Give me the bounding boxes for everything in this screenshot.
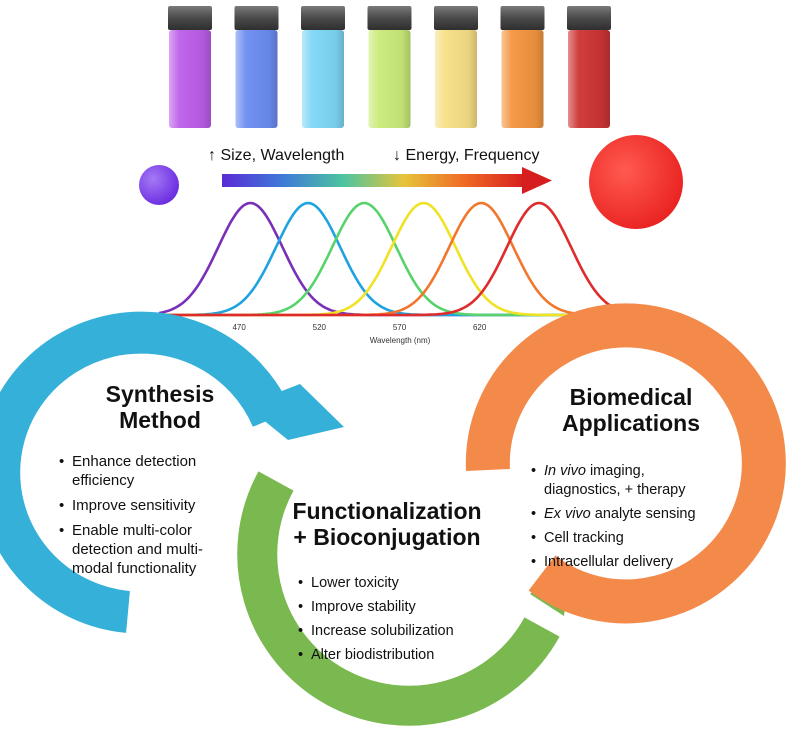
synthesis-title-line1: Synthesis <box>105 381 215 407</box>
size-wavelength-arrow <box>222 167 552 194</box>
x-tick-label: 470 <box>232 323 246 332</box>
emission-curve <box>158 201 640 317</box>
vial-cap <box>500 6 545 30</box>
biomedical-title-line2: Applications <box>561 410 700 437</box>
synthesis-bullet-list: Enhance detectionefficiencyImprove sensi… <box>59 452 259 584</box>
emission-curve <box>159 201 641 317</box>
vial <box>234 6 279 128</box>
large-nanoparticle <box>589 135 683 229</box>
functionalization-title-line1: Functionalization <box>292 498 482 524</box>
biomedical-title-line1: Biomedical <box>569 384 693 410</box>
vial-glass <box>501 30 544 128</box>
biomedical-bullet: Cell tracking <box>531 529 756 548</box>
functionalization-bullet: Improve stability <box>298 595 508 619</box>
functionalization-bullet: Alter biodistribution <box>298 643 508 667</box>
vial-cap <box>168 6 212 30</box>
x-tick-label: 570 <box>393 323 407 332</box>
synthesis-method-title: Synthesis Method <box>60 381 260 434</box>
vial-cap <box>367 6 412 30</box>
vial-glass <box>235 30 278 128</box>
x-tick-label: 620 <box>473 323 487 332</box>
vial-row <box>168 6 611 128</box>
vial-cap <box>301 6 345 30</box>
biomedical-bullet: In vivo imaging,diagnostics, + therapy <box>531 462 756 500</box>
vial-glass <box>302 30 344 128</box>
vial <box>567 6 611 128</box>
synthesis-bullet: Improve sensitivity <box>59 496 259 515</box>
functionalization-bullet: Lower toxicity <box>298 571 508 595</box>
synthesis-cycle-arrow <box>0 311 344 633</box>
vial-cap <box>434 6 478 30</box>
vial-glass <box>568 30 610 128</box>
small-nanoparticle <box>139 165 179 205</box>
biomedical-applications-title: Biomedical Applications <box>526 384 736 437</box>
biomedical-bullet: Intracellular delivery <box>531 553 756 572</box>
x-axis-label: Wavelength (nm) <box>370 336 431 345</box>
vial-glass <box>435 30 477 128</box>
functionalization-title: Functionalization + Bioconjugation <box>262 498 512 551</box>
biomedical-cycle-arrow <box>465 303 786 624</box>
vial <box>434 6 478 128</box>
size-wavelength-label: ↑ Size, Wavelength <box>208 147 345 164</box>
vial-glass <box>368 30 411 128</box>
functionalization-bullet-list: Lower toxicityImprove stabilityIncrease … <box>298 571 508 667</box>
vial <box>500 6 545 128</box>
vial <box>301 6 345 128</box>
synthesis-title-line2: Method <box>119 407 201 434</box>
biomedical-bullet: Ex vivo analyte sensing <box>531 505 756 524</box>
functionalization-bullet: Increase solubilization <box>298 619 508 643</box>
vial <box>367 6 412 128</box>
vial-glass <box>169 30 211 128</box>
vial-cap <box>234 6 279 30</box>
vial <box>168 6 212 128</box>
energy-frequency-label: ↓ Energy, Frequency <box>393 147 540 164</box>
vial-cap <box>567 6 611 30</box>
biomedical-bullet-list: In vivo imaging,diagnostics, + therapyEx… <box>531 462 756 577</box>
x-tick-label: 520 <box>313 323 327 332</box>
functionalization-title-line2: + Bioconjugation <box>293 524 481 551</box>
